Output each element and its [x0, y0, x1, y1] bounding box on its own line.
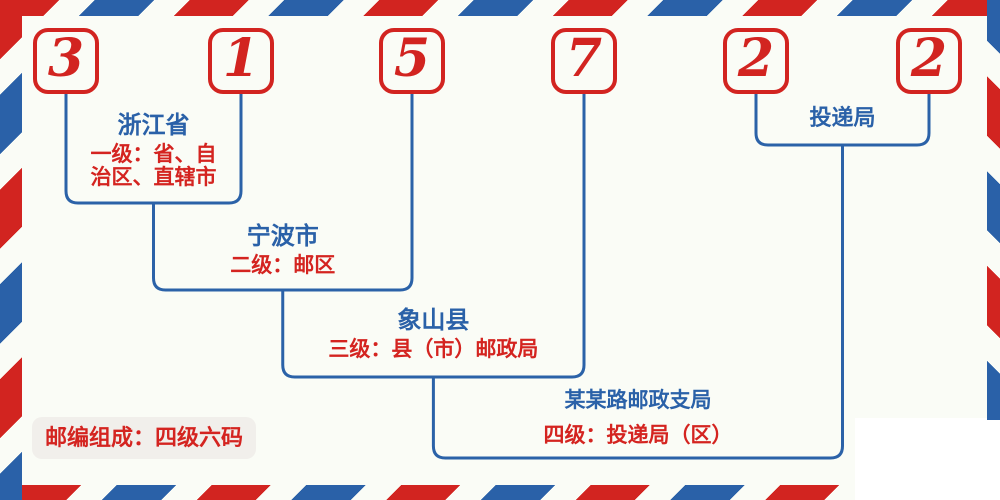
level1-desc-line2: 治区、直辖市 [90, 164, 217, 189]
level1-desc-line1: 一级：省、自 [90, 141, 217, 166]
digit-box-5: 2 [723, 28, 789, 94]
digit-2: 1 [222, 28, 260, 89]
level1-name: 浙江省 [117, 110, 190, 139]
level3-desc: 三级：县（市）邮政局 [328, 336, 539, 361]
digit-6: 2 [910, 28, 948, 89]
level2-desc: 二级：邮区 [230, 252, 336, 277]
digit-box-1: 3 [33, 28, 99, 94]
level2-label-group: 宁波市 二级：邮区 [230, 222, 335, 276]
digit-box-2: 1 [208, 28, 274, 94]
delivery-label-group: 投递局 [809, 106, 875, 130]
level4-name: 某某路邮政支局 [564, 387, 712, 412]
airmail-border-right [987, 0, 1000, 420]
level2-name: 宁波市 [246, 221, 319, 250]
digit-4: 7 [565, 28, 603, 89]
digit-1: 3 [47, 28, 85, 89]
digit-box-6: 2 [896, 28, 962, 94]
level3-label-group: 象山县 三级：县（市）邮政局 [328, 306, 538, 360]
airmail-border-bottom [22, 485, 855, 500]
digit-3: 5 [393, 28, 431, 89]
level4-label-group: 某某路邮政支局 四级：投递局（区） [543, 387, 733, 447]
delivery-name: 投递局 [809, 105, 876, 131]
level3-name: 象山县 [397, 305, 470, 334]
level4-desc: 四级：投递局（区） [543, 422, 733, 447]
digit-box-3: 5 [379, 28, 445, 94]
airmail-border-top [0, 0, 1000, 16]
level1-label-group: 浙江省 一级：省、自 治区、直辖市 [91, 111, 217, 188]
digit-5: 2 [737, 28, 775, 89]
blank-corner-area [855, 418, 1000, 500]
digit-box-4: 7 [551, 28, 617, 94]
badge-label: 邮编组成：四级六码 [45, 425, 244, 451]
postal-code-composition-badge: 邮编组成：四级六码 [32, 417, 257, 459]
airmail-border-left [0, 0, 22, 500]
